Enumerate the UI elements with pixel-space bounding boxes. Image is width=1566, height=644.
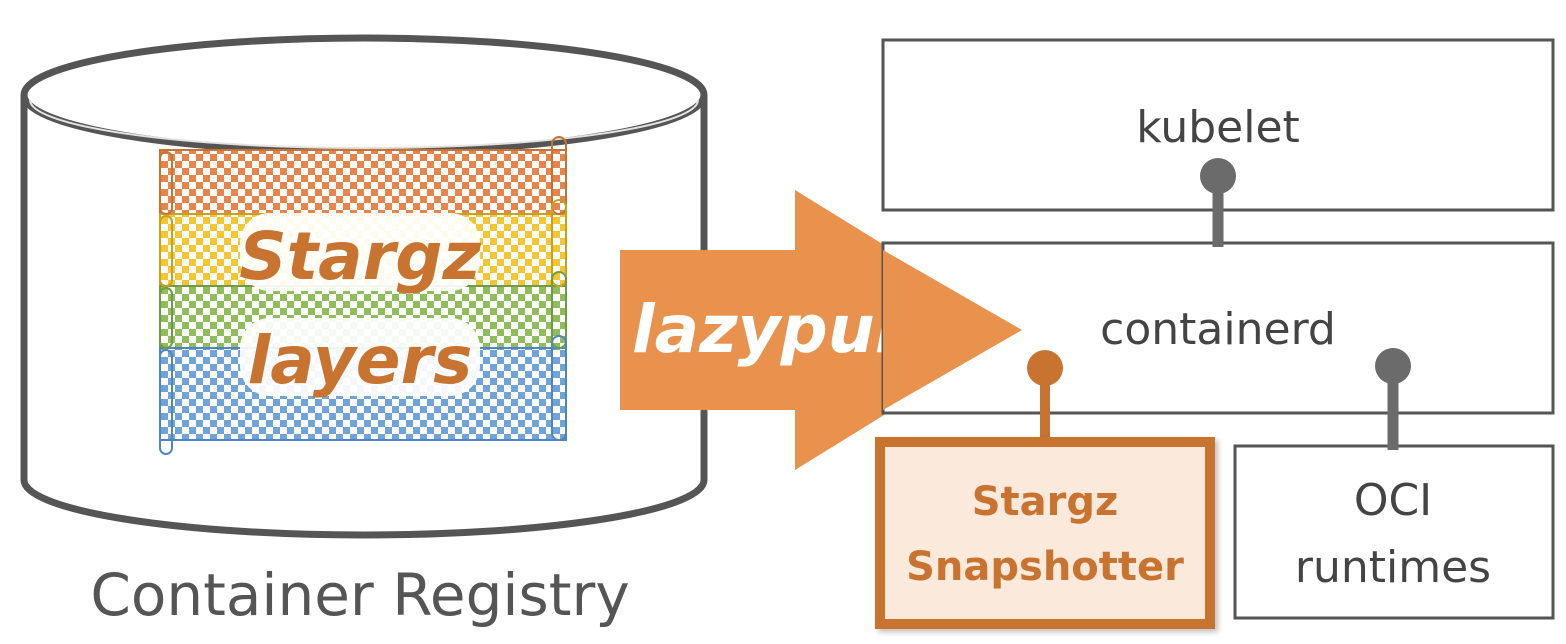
arrow-tip-overlap bbox=[883, 250, 1022, 410]
kubelet-containerd-connector bbox=[1200, 158, 1236, 247]
kubelet-label: kubelet bbox=[1136, 102, 1300, 153]
oci-runtimes-box: OCI runtimes bbox=[1233, 348, 1555, 620]
stargz-layers-stack: Stargz layers bbox=[159, 136, 567, 455]
layer-orange bbox=[159, 149, 567, 215]
containerd-label: containerd bbox=[1100, 304, 1336, 355]
cylinder-inner-rim bbox=[29, 99, 699, 149]
arrow-shape bbox=[620, 190, 1022, 470]
oci-label-line1: OCI bbox=[1354, 475, 1432, 526]
stargz-snapshotter-box: Stargz Snapshotter bbox=[875, 350, 1215, 629]
snapshotter-label-line1: Stargz bbox=[972, 479, 1119, 525]
layers-title-line2: layers bbox=[248, 322, 473, 399]
registry-label: Container Registry bbox=[90, 561, 629, 629]
layers-title-line1: Stargz bbox=[239, 218, 481, 295]
title-backdrop-bottom bbox=[240, 318, 480, 396]
oci-label-line2: runtimes bbox=[1295, 542, 1491, 593]
oci-connector-knob bbox=[1375, 348, 1411, 384]
cylinder-top bbox=[20, 34, 708, 156]
layer-scroll-rolls-right bbox=[551, 136, 567, 441]
lazypull-arrow: lazypull bbox=[620, 190, 1022, 470]
layer-scroll-rolls-left bbox=[159, 151, 173, 455]
snapshotter-frame bbox=[875, 437, 1215, 629]
lazypull-label: lazypull bbox=[632, 291, 921, 368]
snapshotter-label-line2: Snapshotter bbox=[906, 544, 1184, 590]
title-backdrop-top bbox=[240, 213, 480, 291]
snapshotter-connector-knob bbox=[1027, 350, 1063, 386]
